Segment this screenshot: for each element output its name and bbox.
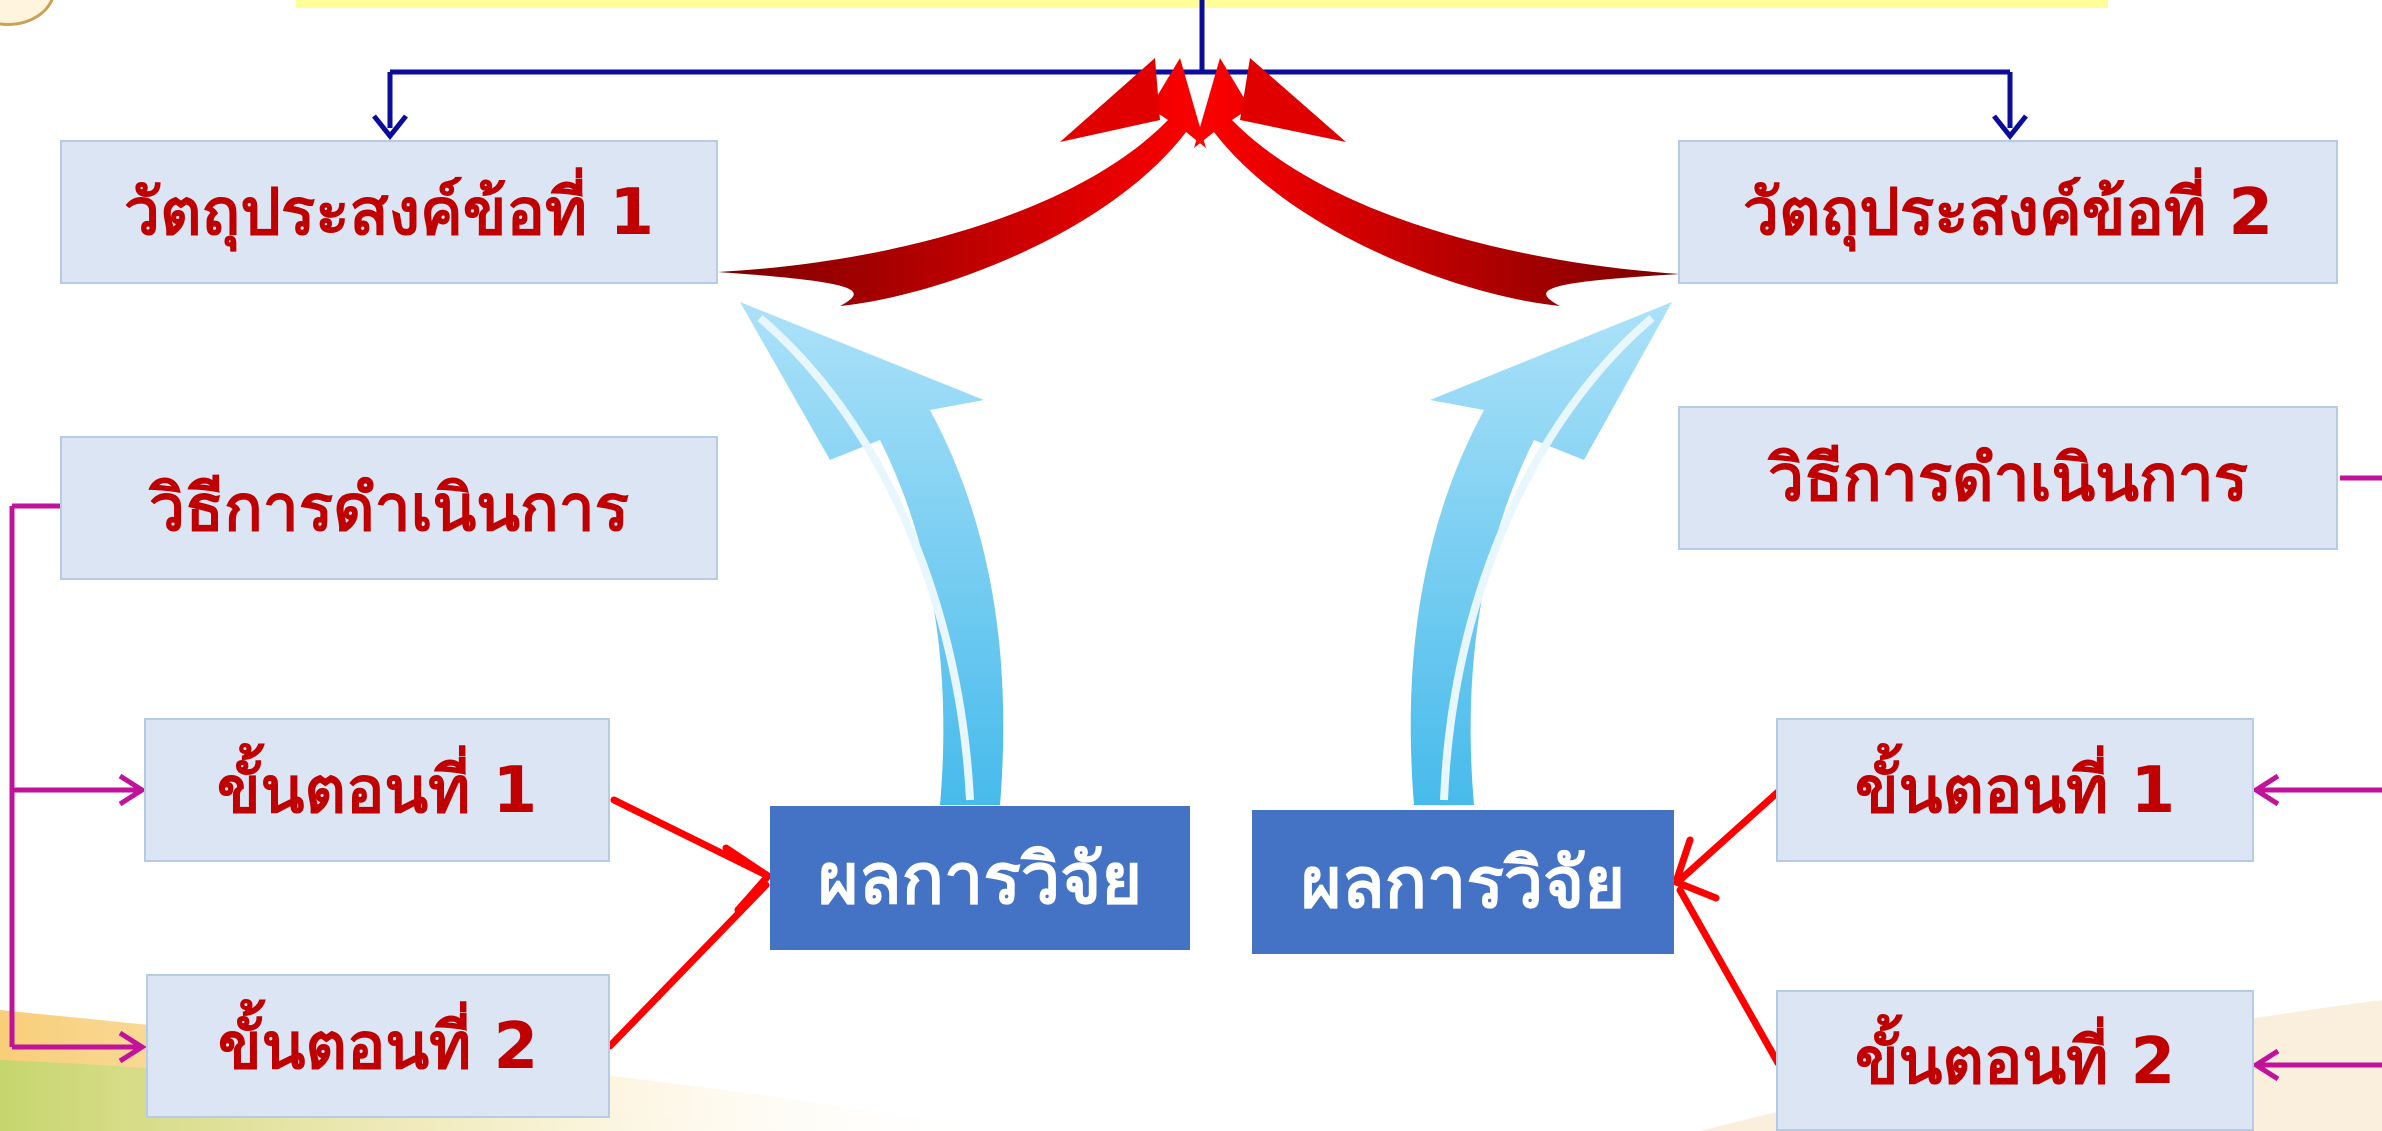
step-2-right-label: ขั้นตอนที่ 2: [1854, 1024, 2176, 1099]
red-arrows: [606, 788, 1782, 1067]
step-2-left-label: ขั้นตอนที่ 2: [217, 1010, 539, 1084]
step-2-right-box: ขั้นตอนที่ 2: [1776, 990, 2254, 1131]
blue-curved-arrows: [740, 302, 1672, 805]
research-result-left: ผลการวิจัย: [770, 806, 1190, 950]
method-right-label: วิธีการดำเนินการ: [1768, 442, 2248, 516]
step-2-left-box: ขั้นตอนที่ 2: [146, 974, 610, 1118]
objective-1-box: วัตถุประสงค์ข้อที่ 1: [60, 140, 718, 284]
step-1-left-label: ขั้นตอนที่ 1: [216, 754, 538, 828]
method-left-box: วิธีการดำเนินการ: [60, 436, 718, 580]
research-result-right-label: ผลการวิจัย: [1300, 841, 1626, 924]
red-curved-arrows: [718, 58, 1680, 306]
step-1-left-box: ขั้นตอนที่ 1: [144, 718, 610, 862]
research-result-left-label: ผลการวิจัย: [817, 837, 1143, 920]
research-result-right: ผลการวิจัย: [1252, 810, 1674, 954]
magenta-connector-left: [9, 503, 147, 1064]
magenta-connector-right: [2251, 475, 2382, 1082]
objective-2-box: วัตถุประสงค์ข้อที่ 2: [1678, 140, 2338, 284]
step-1-right-label: ขั้นตอนที่ 1: [1854, 754, 2176, 828]
objective-1-label: วัตถุประสงค์ข้อที่ 1: [124, 176, 654, 250]
method-left-label: วิธีการดำเนินการ: [149, 472, 629, 546]
navy-connector: [372, 0, 2028, 141]
method-right-box: วิธีการดำเนินการ: [1678, 406, 2338, 550]
step-1-right-box: ขั้นตอนที่ 1: [1776, 718, 2254, 862]
objective-2-label: วัตถุประสงค์ข้อที่ 2: [1743, 176, 2273, 250]
